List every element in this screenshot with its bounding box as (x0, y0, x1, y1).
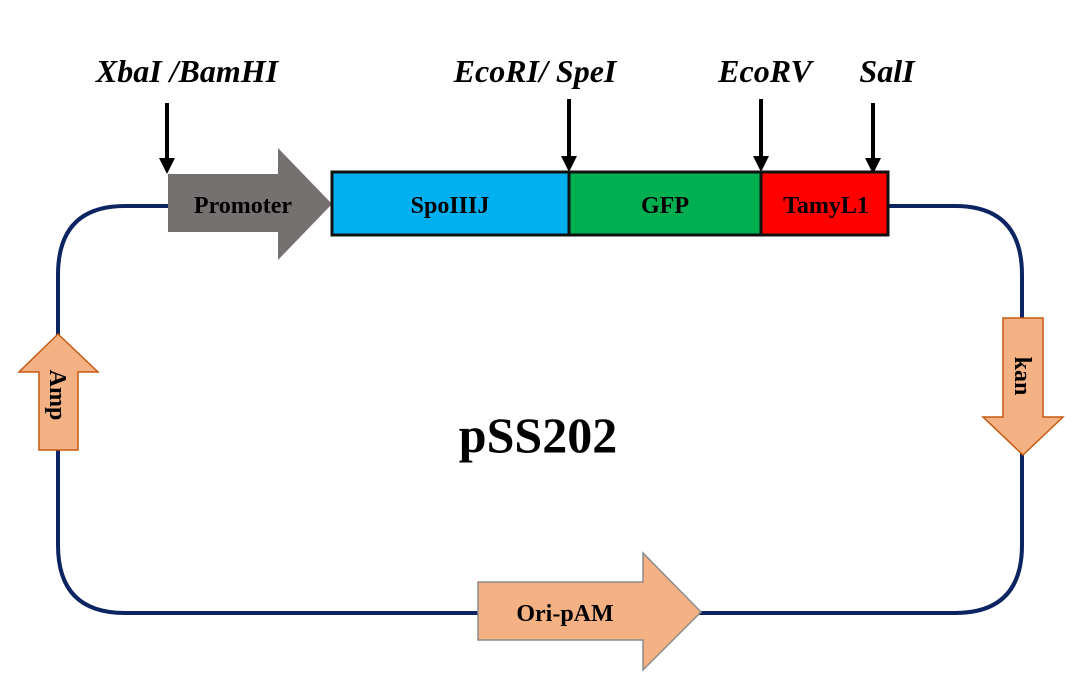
cut-arrow-ecorv (753, 99, 769, 172)
segment-spoiiij: SpoIIIJ (330, 170, 571, 237)
segment-label-spoiiij: SpoIIIJ (411, 193, 490, 219)
site-label-ecorv: EcoRV (717, 53, 814, 89)
site-label-sali: SalI (859, 53, 916, 89)
segment-label-tamyl1: TamyL1 (783, 193, 869, 219)
segment-tamyl1: TamyL1 (759, 170, 890, 237)
segment-label-gfp: GFP (641, 193, 689, 219)
ori-arrow: Ori-pAM (477, 551, 703, 672)
site-label-ecori-spei: EcoRI/ SpeI (453, 53, 618, 89)
amp-label: Amp (44, 370, 70, 421)
ori-label: Ori-pAM (516, 601, 613, 627)
cut-arrow-sali (865, 103, 881, 174)
site-label-xbai-bamhi: XbaI /BamHI (95, 53, 280, 89)
promoter-label: Promoter (194, 193, 293, 219)
cut-arrow-xbai-bamhi (159, 103, 175, 174)
kan-label: kan (1009, 357, 1035, 396)
promoter-arrow: Promoter (168, 148, 332, 260)
amp-arrow: Amp (17, 332, 100, 451)
segment-gfp: GFP (567, 170, 763, 237)
plasmid-name: pSS202 (459, 407, 617, 463)
kan-arrow: kan (981, 317, 1065, 457)
cut-arrow-ecori-spei (561, 99, 577, 172)
